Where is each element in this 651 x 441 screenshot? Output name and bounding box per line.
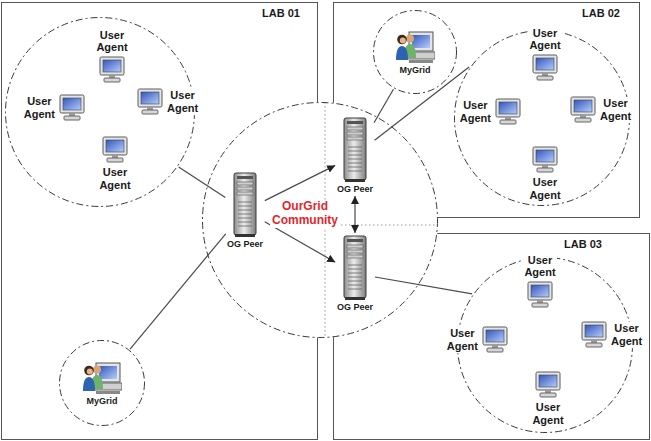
computer-icon	[569, 96, 597, 124]
connector	[265, 165, 335, 200]
computer-icon	[531, 54, 559, 82]
agent-group-circle: User AgentUser AgentUser AgentUser Agent	[457, 257, 633, 433]
user-agent: User Agent	[23, 94, 86, 122]
community-ground	[202, 102, 438, 338]
computer-icon	[526, 281, 554, 309]
user-agent: User Agent	[569, 96, 632, 124]
agent-label: User Agent	[459, 99, 492, 124]
user-agent: User Agent	[531, 371, 564, 426]
computer-icon	[534, 371, 562, 399]
computer-icon	[98, 56, 126, 84]
server-icon	[231, 172, 259, 238]
mygrid-label: MyGrid	[399, 65, 430, 75]
user-agent: User Agent	[528, 27, 561, 82]
connector	[375, 277, 472, 294]
server-icon	[341, 235, 369, 301]
og-peer: OG Peer	[337, 117, 373, 194]
agent-label: User Agent	[528, 176, 561, 201]
agent-label: User Agent	[166, 89, 199, 114]
connector	[179, 167, 226, 198]
computer-icon	[58, 94, 86, 122]
lab-title: LAB 02	[582, 7, 620, 19]
dashed-circle	[374, 11, 457, 94]
og-peer: OG Peer	[227, 172, 263, 249]
og-peer: OG Peer	[337, 235, 373, 312]
computer-icon	[494, 98, 522, 126]
mygrid-circle: MyGrid	[59, 340, 145, 426]
user-workstation-icon	[395, 30, 435, 64]
user-agent: User Agent	[523, 254, 556, 309]
peer-label: OG Peer	[337, 184, 373, 194]
peer-label: OG Peer	[337, 302, 373, 312]
user-agent: User Agent	[136, 88, 199, 116]
connector	[130, 234, 226, 349]
computer-icon	[580, 321, 608, 349]
connector	[354, 196, 355, 233]
mygrid-label: MyGrid	[86, 396, 117, 406]
lab-divider	[325, 225, 438, 226]
peer-label: OG Peer	[227, 239, 263, 249]
connector	[374, 89, 393, 122]
user-agent: User Agent	[580, 321, 643, 349]
dashed-circle	[458, 258, 633, 433]
agent-label: User Agent	[528, 27, 561, 52]
agent-label: User Agent	[610, 322, 643, 347]
agent-label: User Agent	[98, 166, 131, 191]
dashed-circle	[203, 103, 438, 338]
computer-icon	[136, 88, 164, 116]
agent-label: User Agent	[531, 401, 564, 426]
lab-title: LAB 01	[262, 7, 300, 19]
computer-icon	[101, 136, 129, 164]
mygrid-circle: MyGrid	[373, 10, 457, 94]
agent-label: User Agent	[23, 95, 56, 120]
community-circle: OurGrid Community OG Peer OG Peer OG Peer	[202, 102, 438, 338]
lab-title: LAB 03	[564, 238, 602, 250]
user-agent: User Agent	[446, 326, 509, 354]
user-agent: User Agent	[95, 29, 128, 84]
agent-label: User Agent	[446, 327, 479, 352]
computer-icon	[531, 146, 559, 174]
agent-label: User Agent	[95, 29, 128, 54]
server-icon	[341, 117, 369, 183]
user-agent: User Agent	[459, 98, 522, 126]
community-label: OurGrid Community	[270, 200, 340, 228]
dashed-circle	[60, 341, 145, 426]
agent-group-circle: User AgentUser AgentUser AgentUser Agent	[5, 17, 195, 207]
connector	[375, 67, 469, 140]
agent-label: User Agent	[523, 254, 556, 279]
user-workstation-icon	[82, 361, 122, 395]
user-agent: User Agent	[528, 146, 561, 201]
computer-icon	[481, 326, 509, 354]
agent-label: User Agent	[599, 97, 632, 122]
connector	[265, 222, 335, 262]
agent-group-circle: User AgentUser AgentUser AgentUser Agent	[454, 30, 630, 206]
user-agent: User Agent	[98, 136, 131, 191]
lab-region: LAB 03User AgentUser AgentUser AgentUser…	[333, 233, 650, 440]
lab-region: LAB 02MyGridUser AgentUser AgentUser Age…	[333, 2, 640, 218]
